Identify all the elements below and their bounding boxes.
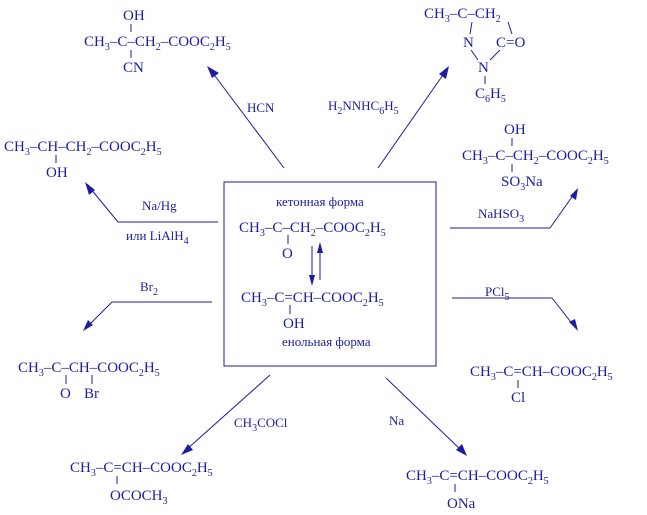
keto-oxygen: O <box>282 246 293 262</box>
keto-formula: CH3–C–CH2–COOC2H5 <box>239 220 386 239</box>
arrow-acylation <box>181 374 271 455</box>
pyrazolone-n2: N <box>478 60 489 76</box>
pyrazolone-co: C=O <box>496 35 525 51</box>
sodioenol-ona: ONa <box>447 496 476 512</box>
reagent-hcn: HCN <box>247 100 275 115</box>
cyanohydrin-formula: CH3–C–CH2–COOC2H5 <box>84 34 231 53</box>
bisulfite-oh: OH <box>504 122 526 138</box>
pyrazolone-phenyl: C6H5 <box>475 86 506 105</box>
bromo-br: Br <box>84 386 99 402</box>
bisulfite-formula: CH3–C–CH2–COOC2H5 <box>462 148 609 167</box>
arrow-pcl5 <box>452 297 578 331</box>
arrow-reduction <box>85 182 218 223</box>
arrow-sodium <box>385 377 467 456</box>
arrow-bromination <box>83 301 212 331</box>
enol-formula: CH3–C=CH–COOC2H5 <box>241 290 384 309</box>
cyanohydrin-cn: CN <box>123 60 144 76</box>
reagent-hydrazine: H2NNHC6H5 <box>328 98 399 117</box>
sodioenol-formula: CH3–C=CH–COOC2H5 <box>406 468 549 487</box>
cyanohydrin-oh: OH <box>123 8 145 24</box>
bromo-formula: CH3–C–CH–COOC2H5 <box>18 360 160 379</box>
enol-caption: енольная форма <box>282 334 371 349</box>
pyrazolone-top: CH3–C–CH2 <box>424 6 501 25</box>
bisulfite-so3na: SO3Na <box>501 174 543 193</box>
reagent-na: Na <box>389 413 404 428</box>
arrow-bisulfite <box>450 188 578 229</box>
enol-hydroxyl: OH <box>283 316 305 332</box>
reagent-br2: Br2 <box>140 279 158 298</box>
reagent-lialh4: или LiAlH4 <box>126 228 189 247</box>
tautomer-box <box>223 181 437 367</box>
arrow-hydrazine <box>377 66 449 169</box>
acetylenol-ococh3: OCOCH3 <box>110 488 168 507</box>
keto-caption: кетонная форма <box>276 194 364 209</box>
chloro-formula: CH3–C=CH–COOC2H5 <box>470 364 613 383</box>
reagent-ch3cocl: CH3COCl <box>234 415 288 434</box>
reagent-nahso3: NaHSO3 <box>478 206 524 225</box>
reagent-pcl5: PCl5 <box>485 284 510 303</box>
reagent-na-hg: Na/Hg <box>142 198 177 213</box>
equilibrium-arrows <box>309 242 323 286</box>
pyrazolone-n1: N <box>463 35 474 51</box>
bromo-oxygen: O <box>60 386 71 402</box>
chloro-cl: Cl <box>511 390 525 406</box>
alcohol-oh: OH <box>46 165 68 181</box>
arrow-hcn <box>207 66 285 169</box>
acetylenol-formula: CH3–C=CH–COOC2H5 <box>70 460 213 479</box>
alcohol-formula: CH3–CH–CH2–COOC2H5 <box>4 139 162 158</box>
